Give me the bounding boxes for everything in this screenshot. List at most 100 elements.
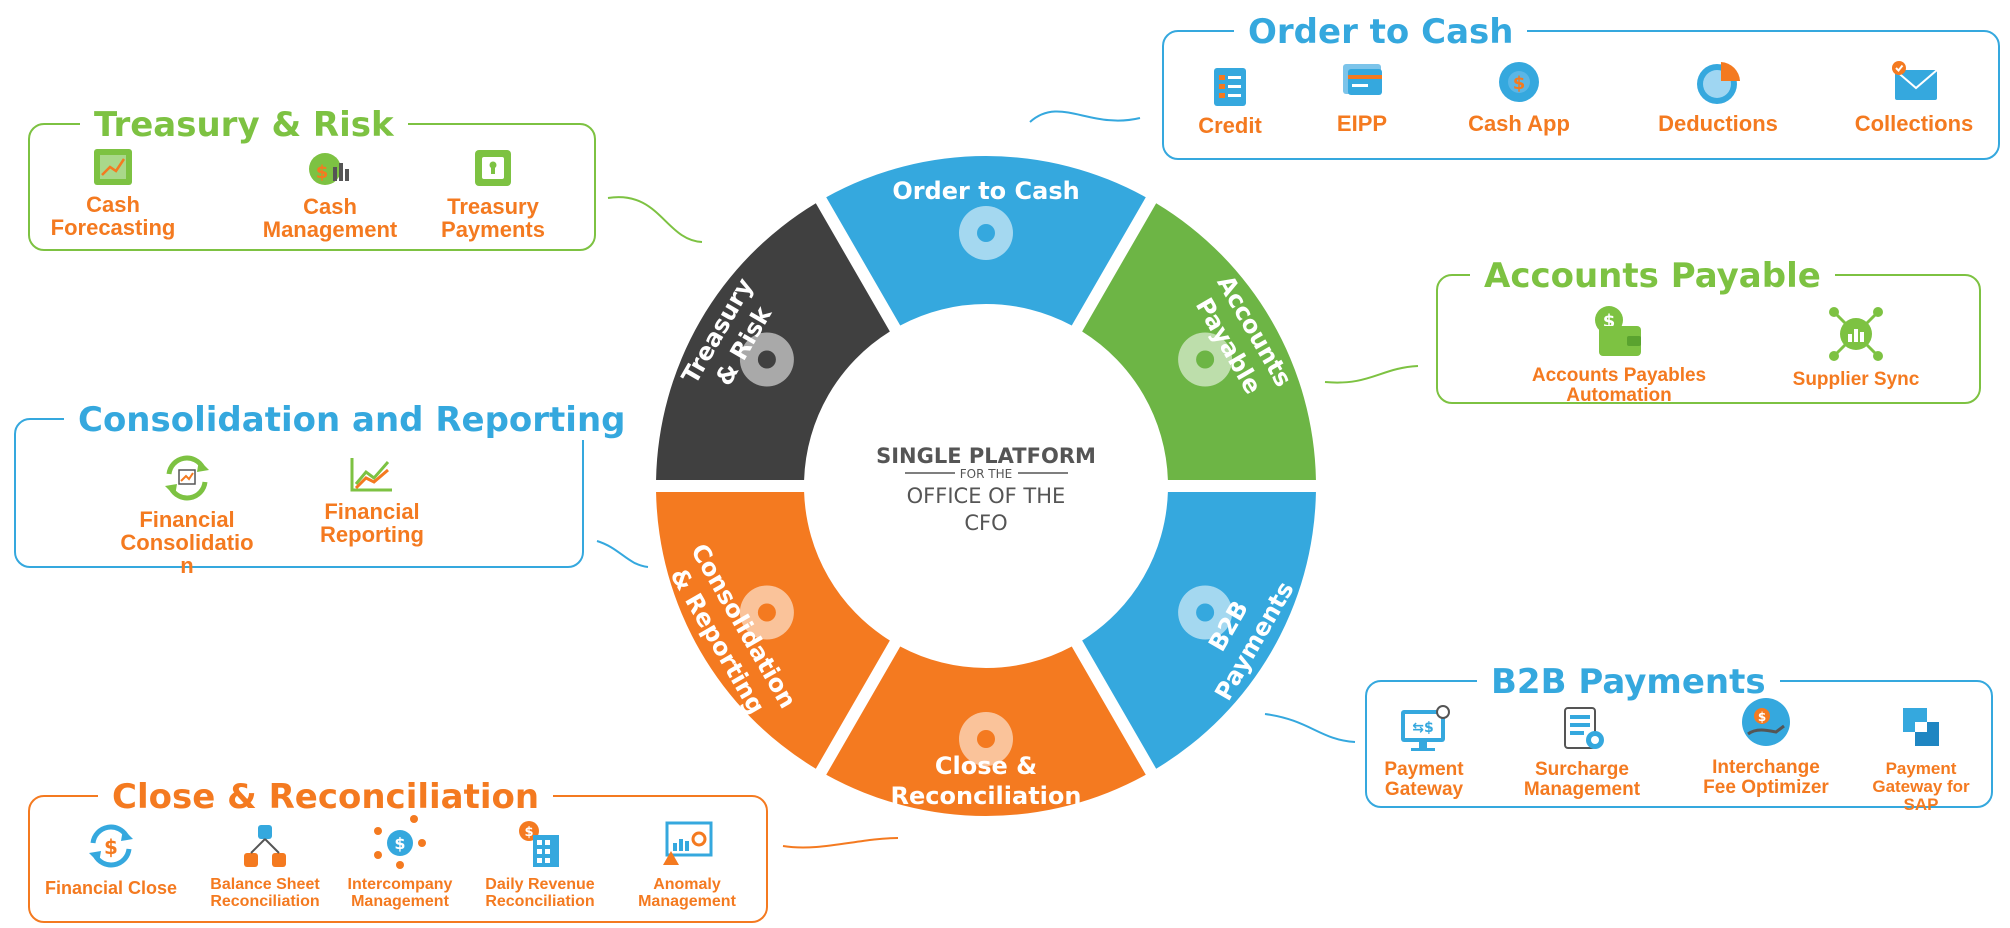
item-balance-sheet-reconciliation[interactable]: Balance Sheet Reconciliation	[200, 821, 330, 911]
financial-close-cycle-icon: $	[89, 824, 133, 868]
connector-cons	[596, 540, 649, 568]
item-deductions[interactable]: Deductions	[1648, 58, 1788, 135]
svg-text:$: $	[316, 162, 329, 183]
panel-treasury: Treasury & Risk Cash Forecasting $ Cash …	[28, 105, 596, 251]
wheel-label-line: Close &	[935, 752, 1037, 780]
intercompany-people-icon: $	[374, 815, 426, 869]
document-icon-glyph	[757, 603, 776, 622]
item-treasury-payments[interactable]: Treasury Payments	[428, 147, 558, 241]
item-label-line2: Gateway	[1384, 778, 1464, 800]
item-label-line2: Management	[638, 892, 736, 910]
item-financial-consolidation[interactable]: Financial Consolidatio n	[112, 454, 262, 577]
panel-order-to-cash: Order to Cash Credit EIPP $ Cash App Ded…	[1162, 12, 2000, 160]
connector-b2b	[1264, 713, 1356, 743]
supplier-network-icon	[1829, 307, 1883, 361]
calendar-icon-glyph	[977, 730, 995, 748]
connector-close	[782, 837, 899, 849]
item-cash-forecasting[interactable]: Cash Forecasting	[48, 147, 178, 239]
wheel-label-line: Reconciliation	[891, 782, 1082, 810]
item-label-line1: Intercompany	[347, 876, 453, 893]
item-intercompany-management[interactable]: $ Intercompany Management	[338, 813, 462, 911]
item-financial-reporting[interactable]: Financial Reporting	[302, 454, 442, 546]
item-collections[interactable]: Collections	[1844, 58, 1984, 135]
item-label-line2: Reconciliation	[210, 892, 320, 910]
wheel-label-o2c: Order to Cash	[892, 177, 1079, 205]
cash-management-coins-icon: $	[309, 153, 349, 185]
item-label-line1: Surcharge	[1535, 759, 1629, 780]
item-label-line2: Reconciliation	[485, 892, 595, 910]
item-label-line1: Payment	[1384, 759, 1464, 780]
item-label: Supplier Sync	[1792, 369, 1920, 390]
item-label-line1: Financial	[324, 499, 420, 524]
panel-title: Close & Reconciliation	[98, 777, 554, 817]
item-label-line2: Automation	[1566, 384, 1672, 406]
item-label-line1: Anomaly	[653, 876, 721, 893]
item-label: EIPP	[1336, 111, 1388, 136]
item-anomaly-management[interactable]: Anomaly Management	[622, 819, 752, 911]
center-line1: SINGLE PLATFORM	[876, 444, 1096, 468]
item-label-line1: Payment	[1885, 759, 1957, 778]
item-label: Cash App	[1468, 111, 1570, 136]
balance-sheet-blocks-icon	[244, 825, 286, 867]
sap-gateway-icon	[1903, 708, 1939, 746]
item-surcharge-management[interactable]: Surcharge Management	[1507, 704, 1657, 800]
wheel-label-line: Order to Cash	[892, 177, 1079, 205]
cash-app-gear-icon: $	[1499, 62, 1539, 102]
deductions-pie-icon	[1697, 62, 1740, 104]
item-label-line2: Management	[1523, 778, 1641, 800]
item-label: Deductions	[1658, 111, 1778, 136]
item-credit[interactable]: Credit	[1186, 66, 1274, 137]
item-ap-automation[interactable]: $ Accounts Payables Automation	[1516, 304, 1722, 406]
payment-monitor-icon: ⇆$	[1401, 705, 1450, 751]
panel-consolidation: Consolidation and Reporting Financial Co…	[14, 400, 640, 577]
svg-text:⇆$: ⇆$	[1412, 720, 1433, 736]
reporting-trend-icon	[350, 458, 392, 492]
ap-wallet-icon: $	[1595, 306, 1641, 356]
item-payment-gateway-sap[interactable]: Payment Gateway for SAP	[1853, 704, 1989, 814]
item-label-line1: Interchange	[1712, 757, 1820, 778]
surcharge-document-icon	[1564, 707, 1604, 749]
center-line2: FOR THE	[960, 467, 1012, 481]
svg-text:$: $	[1758, 710, 1766, 724]
item-label-line2: Gateway for SAP	[1872, 776, 1970, 814]
item-financial-close[interactable]: $ Financial Close	[36, 821, 186, 898]
center-label: SINGLE PLATFORM FOR THE OFFICE OF THE CF…	[876, 444, 1096, 535]
svg-text:$: $	[524, 825, 533, 840]
item-payment-gateway[interactable]: ⇆$ Payment Gateway	[1371, 704, 1477, 800]
svg-text:$: $	[104, 835, 118, 859]
item-interchange-fee-optimizer[interactable]: $ Interchange Fee Optimizer	[1693, 696, 1839, 798]
eipp-card-icon	[1343, 64, 1382, 95]
gear-icon-glyph	[977, 224, 995, 242]
item-label-line2: Fee Optimizer	[1703, 776, 1829, 798]
item-label-line1: Treasury	[447, 194, 539, 219]
wheel-label-close: Close &Reconciliation	[891, 752, 1082, 810]
interchange-hand-coin-icon: $	[1742, 698, 1790, 746]
item-label: Credit	[1198, 113, 1262, 138]
item-label: Collections	[1854, 111, 1974, 136]
item-label-line1: Cash	[86, 192, 140, 217]
bank-icon-glyph	[757, 350, 776, 369]
item-label-line1: Daily Revenue	[485, 876, 595, 893]
panel-title: B2B Payments	[1477, 662, 1780, 702]
item-cash-app[interactable]: $ Cash App	[1454, 58, 1584, 135]
credit-checklist-icon	[1214, 68, 1246, 106]
anomaly-screen-icon	[663, 821, 713, 865]
panel-title: Treasury & Risk	[80, 105, 408, 145]
forecasting-chart-icon	[94, 149, 132, 185]
item-eipp[interactable]: EIPP	[1324, 58, 1400, 135]
briefcase-icon-glyph	[1196, 603, 1215, 622]
item-daily-revenue-reconciliation[interactable]: $ Daily Revenue Reconciliation	[470, 819, 610, 911]
item-label-line2: Reporting	[320, 522, 424, 548]
item-label-line2: Consolidatio	[120, 530, 254, 556]
connector-ap	[1324, 365, 1419, 384]
center-line3: OFFICE OF THE	[907, 484, 1066, 508]
item-label: Financial Close	[44, 878, 178, 898]
panel-close-reconciliation: Close & Reconciliation $ Financial Close…	[28, 777, 768, 923]
svg-text:$: $	[394, 834, 405, 853]
panel-b2b-payments: B2B Payments ⇆$ Payment Gateway Surcharg…	[1365, 662, 1993, 813]
item-supplier-sync[interactable]: Supplier Sync	[1776, 304, 1936, 390]
item-label-line2: Management	[262, 217, 398, 243]
item-cash-management[interactable]: $ Cash Management	[252, 147, 408, 241]
panel-accounts-payable: Accounts Payable $ Accounts Payables Aut…	[1436, 256, 1981, 406]
